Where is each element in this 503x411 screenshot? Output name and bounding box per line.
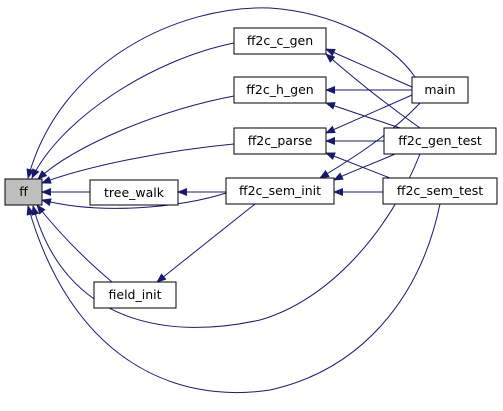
node-ff2c-c-gen[interactable]: ff2c_c_gen xyxy=(233,27,327,55)
node-ff2c-sem-test-box xyxy=(382,177,498,205)
node-main-box xyxy=(411,76,469,104)
node-field-init[interactable]: field_init xyxy=(93,281,177,309)
node-ff2c-gen-test-label: ff2c_gen_test xyxy=(398,133,482,148)
edge-main-to-ff2c-sem-init xyxy=(319,102,421,179)
node-main-label: main xyxy=(424,82,455,97)
edge-ff2c-c-gen-to-ff xyxy=(31,42,235,179)
edge-ff2c-parse-to-ff xyxy=(41,143,235,184)
edges-layer xyxy=(26,7,441,394)
nodes-layer: ff tree_walk field_init ff2c_c_gen ff2c_… xyxy=(4,27,498,309)
node-ff-box xyxy=(4,178,43,206)
node-ff2c-gen-test[interactable]: ff2c_gen_test xyxy=(383,127,497,155)
node-tree-walk[interactable]: tree_walk xyxy=(89,179,179,206)
node-main[interactable]: main xyxy=(411,76,469,104)
edge-ff2c-gen-test-to-ff2c-c-gen xyxy=(325,53,421,129)
edge-ff2c-h-gen-to-ff xyxy=(37,95,235,180)
node-ff2c-sem-init-box xyxy=(225,177,335,205)
node-ff2c-gen-test-box xyxy=(383,127,497,155)
node-ff2c-sem-test[interactable]: ff2c_sem_test xyxy=(382,177,498,205)
node-ff2c-h-gen[interactable]: ff2c_h_gen xyxy=(233,76,327,104)
node-ff-label: ff xyxy=(19,184,28,199)
node-ff2c-parse[interactable]: ff2c_parse xyxy=(233,127,327,155)
node-ff2c-parse-box xyxy=(233,127,327,155)
node-ff2c-h-gen-label: ff2c_h_gen xyxy=(246,82,313,97)
edge-ff2c-sem-init-to-ff xyxy=(41,192,227,209)
node-ff[interactable]: ff xyxy=(4,178,43,206)
node-ff2c-sem-test-label: ff2c_sem_test xyxy=(397,183,483,198)
node-tree-walk-label: tree_walk xyxy=(104,185,165,200)
node-field-init-box xyxy=(93,281,177,309)
edge-ff2c-gen-test-to-ff2c-h-gen xyxy=(325,102,401,129)
node-ff2c-c-gen-box xyxy=(233,27,327,55)
node-ff2c-sem-init[interactable]: ff2c_sem_init xyxy=(225,177,335,205)
node-field-init-label: field_init xyxy=(109,287,162,302)
node-tree-walk-box xyxy=(89,179,179,206)
edge-ff2c-sem-test-to-ff xyxy=(26,203,441,394)
edge-main-to-ff2c-parse xyxy=(325,94,413,134)
edge-ff2c-gen-test-to-ff2c-sem-init xyxy=(333,153,396,181)
node-ff2c-h-gen-box xyxy=(233,76,327,104)
edge-ff2c-sem-test-to-ff2c-parse xyxy=(325,152,391,179)
edge-field-init-to-ff xyxy=(36,204,113,283)
node-ff2c-c-gen-label: ff2c_c_gen xyxy=(247,33,313,48)
edge-main-to-ff xyxy=(26,7,416,179)
edge-ff2c-gen-test-to-ff xyxy=(31,153,421,328)
edge-main-to-ff2c-c-gen xyxy=(325,48,413,88)
node-ff2c-sem-init-label: ff2c_sem_init xyxy=(239,183,321,198)
node-ff2c-parse-label: ff2c_parse xyxy=(248,133,313,148)
edge-ff2c-sem-init-to-field-init xyxy=(156,203,256,283)
